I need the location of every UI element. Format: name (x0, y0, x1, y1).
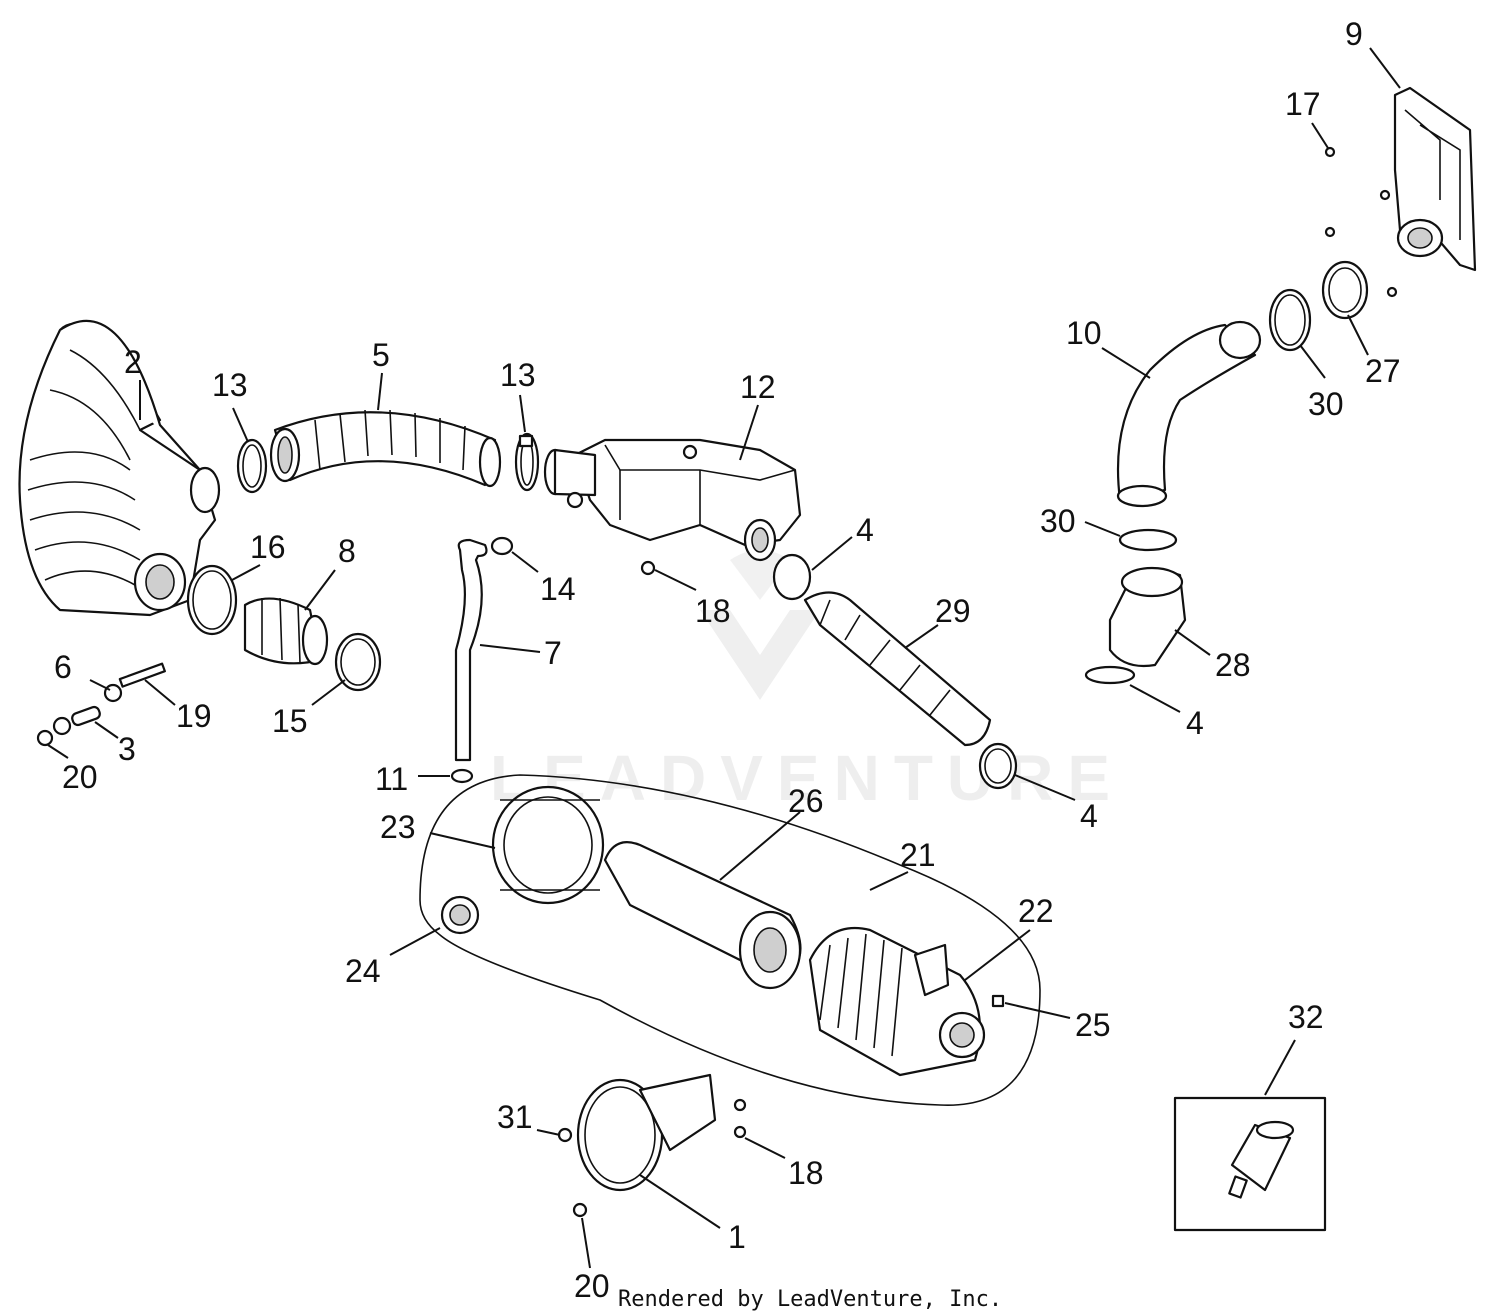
resonator-box-part[interactable] (543, 438, 802, 562)
callout-13: 13 (500, 357, 536, 393)
callout-3: 3 (118, 731, 136, 767)
callout-21: 21 (900, 837, 936, 873)
callout-31: 31 (497, 1099, 533, 1135)
callout-15: 15 (272, 703, 308, 739)
callout-14: 14 (540, 571, 576, 607)
callout-18: 18 (695, 593, 731, 629)
leader-lines (47, 47, 1401, 1269)
sensor-part[interactable] (1173, 1096, 1327, 1232)
inlet-duct-bracket-part[interactable] (1393, 86, 1477, 272)
callout-1: 1 (728, 1219, 746, 1255)
mounting-strap-part[interactable] (557, 1073, 747, 1218)
callout-32: 32 (1288, 999, 1324, 1035)
callout-20: 20 (62, 759, 98, 795)
callout-25: 25 (1075, 1007, 1111, 1043)
callout-17: 17 (1285, 86, 1321, 122)
render-credit: Rendered by LeadVenture, Inc. (618, 1287, 1002, 1312)
bolt-hardware-group[interactable] (36, 662, 166, 747)
callout-labels: 2 13 5 13 12 9 17 10 30 27 16 8 15 6 19 … (54, 16, 1401, 1304)
filter-duct-part[interactable] (772, 553, 1018, 790)
callout-19: 19 (176, 698, 212, 734)
callout-8: 8 (338, 533, 356, 569)
callout-30: 30 (1308, 386, 1344, 422)
boot-and-clamps-part[interactable] (186, 564, 382, 692)
callout-12: 12 (740, 369, 776, 405)
callout-18: 18 (788, 1155, 824, 1191)
screw-part[interactable] (640, 560, 656, 576)
callout-29: 29 (935, 593, 971, 629)
breather-hose-part[interactable] (450, 536, 514, 784)
callout-20: 20 (574, 1268, 610, 1304)
hose-clamp-part[interactable] (236, 432, 540, 494)
throttle-boot-part[interactable] (1084, 528, 1187, 685)
callout-4: 4 (856, 512, 874, 548)
callout-23: 23 (380, 809, 416, 845)
callout-13: 13 (212, 367, 248, 403)
collar-ring-part[interactable] (1268, 260, 1369, 352)
callout-9: 9 (1345, 16, 1363, 52)
filter-element-part[interactable] (603, 841, 802, 990)
callout-11: 11 (375, 761, 408, 797)
filter-housing-part[interactable] (808, 926, 1005, 1077)
filter-assembly-outline (419, 774, 1041, 1106)
callout-22: 22 (1018, 893, 1054, 929)
filter-band-part[interactable] (440, 785, 605, 935)
callout-5: 5 (372, 337, 390, 373)
callout-27: 27 (1365, 353, 1401, 389)
intake-duct-part[interactable] (269, 409, 502, 488)
callout-4: 4 (1080, 798, 1098, 834)
callout-10: 10 (1066, 315, 1102, 351)
callout-16: 16 (250, 529, 286, 565)
callout-30: 30 (1040, 503, 1076, 539)
callout-28: 28 (1215, 647, 1251, 683)
callout-26: 26 (788, 783, 824, 819)
callout-2: 2 (124, 344, 142, 380)
callout-24: 24 (345, 953, 381, 989)
callout-7: 7 (544, 635, 562, 671)
screw-set-part[interactable] (1324, 146, 1398, 298)
airbox-housing-part[interactable] (18, 319, 221, 617)
callout-6: 6 (54, 649, 72, 685)
elbow-tube-part[interactable] (1116, 320, 1262, 508)
callout-4: 4 (1186, 705, 1204, 741)
